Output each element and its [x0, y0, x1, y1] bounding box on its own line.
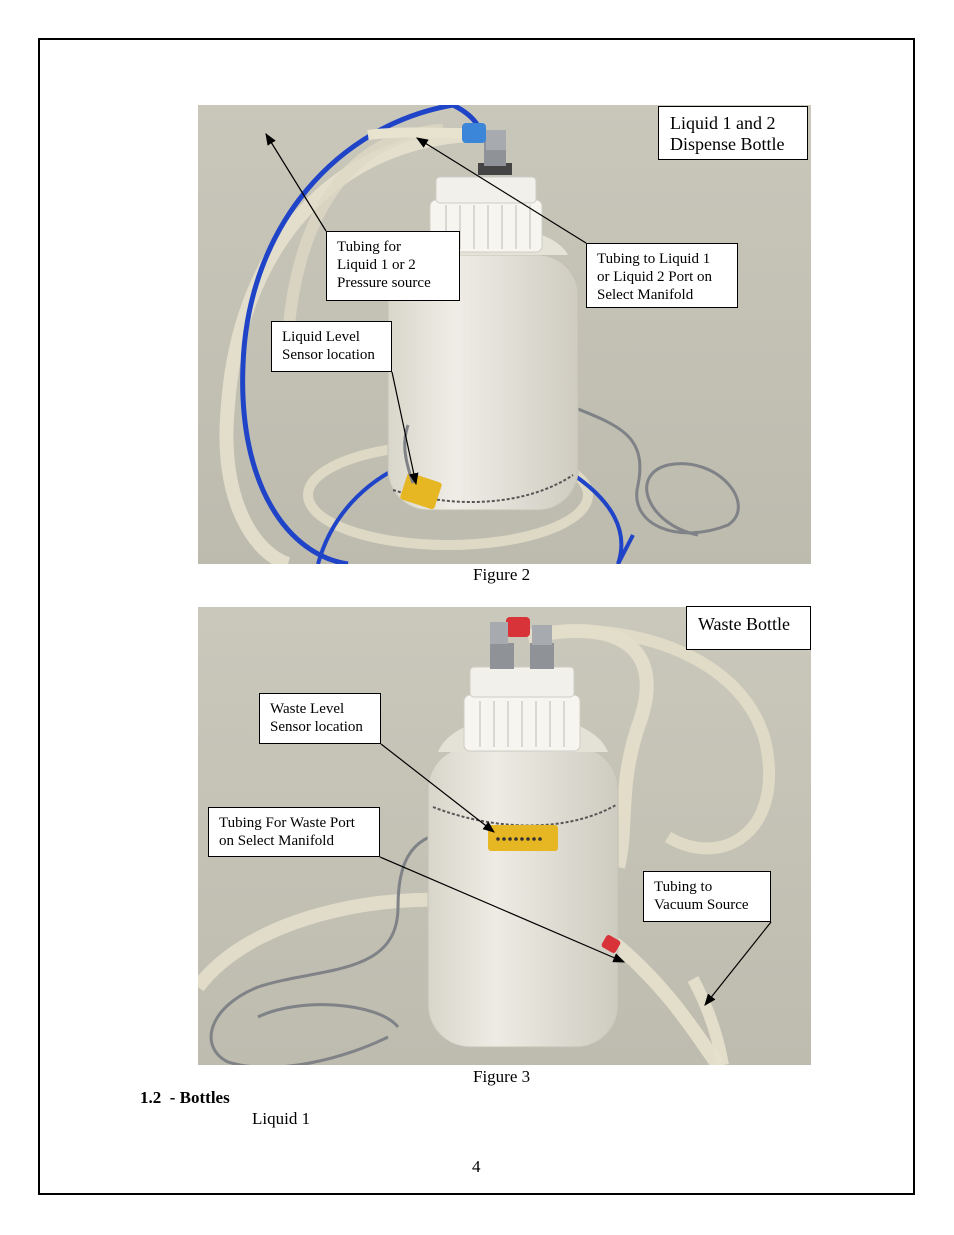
callout-manifold-tubing: Tubing to Liquid 1 or Liquid 2 Port on S… [586, 243, 738, 308]
callout-waste-port-tubing: Tubing For Waste Port on Select Manifold [208, 807, 380, 857]
figure-3-caption: Figure 3 [473, 1067, 531, 1086]
callout-dispense-bottle-title: Liquid 1 and 2 Dispense Bottle [658, 106, 808, 160]
callout-waste-level-sensor: Waste Level Sensor location [259, 693, 381, 744]
page-border [38, 38, 915, 1195]
section-body: Liquid 1 [252, 1109, 311, 1128]
section-heading: 1.2 - Bottles [140, 1088, 230, 1108]
callout-pressure-tubing: Tubing for Liquid 1 or 2 Pressure source [326, 231, 460, 301]
callout-liquid-level-sensor: Liquid Level Sensor location [271, 321, 392, 372]
callout-waste-bottle-title: Waste Bottle [686, 606, 811, 650]
figure-2-caption: Figure 2 [473, 565, 531, 584]
section-title: - Bottles [169, 1088, 230, 1107]
callout-vacuum-tubing: Tubing to Vacuum Source [643, 871, 771, 922]
page-number: 4 [472, 1157, 481, 1176]
section-number: 1.2 [140, 1088, 162, 1107]
